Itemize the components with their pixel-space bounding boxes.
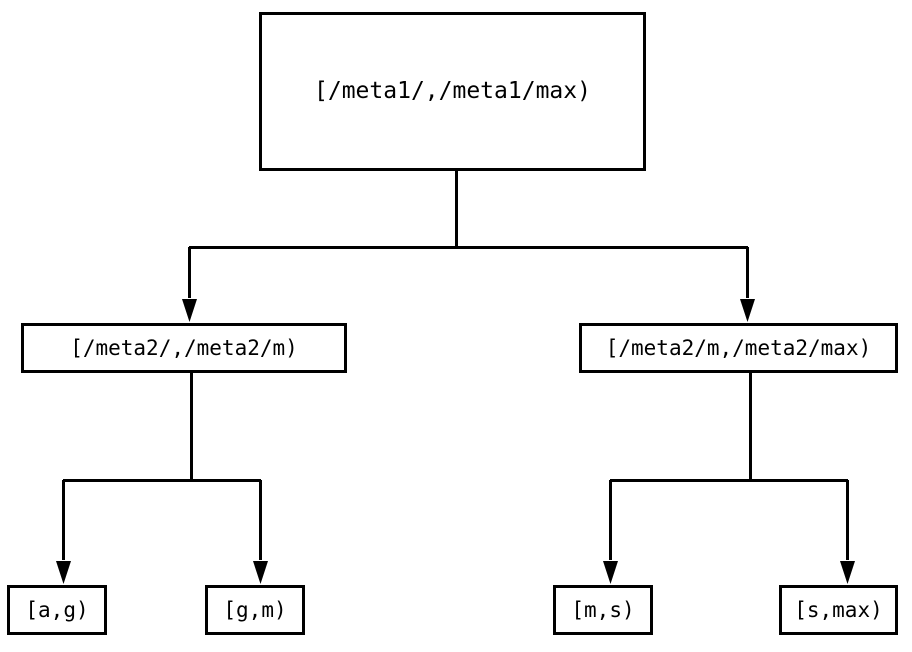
tree-node-leaf-3[interactable]: [s,max): [779, 585, 898, 635]
tree-node-root-label: [/meta1/,/meta1/max): [314, 78, 591, 104]
arrowhead-leaf-0: [56, 561, 71, 584]
tree-node-leaf-3-label: [s,max): [794, 597, 883, 622]
tree-node-leaf-2-label: [m,s): [571, 597, 635, 622]
tree-node-mid-right-label: [/meta2/m,/meta2/max): [605, 335, 872, 360]
edge-root-to-mid: [182, 171, 755, 322]
tree-node-mid-left[interactable]: [/meta2/,/meta2/m): [21, 323, 347, 373]
tree-node-leaf-1-label: [g,m): [223, 597, 287, 622]
tree-node-root[interactable]: [/meta1/,/meta1/max): [259, 12, 646, 171]
edge-midleft-to-leaves: [56, 373, 268, 584]
arrowhead-leaf-2: [603, 561, 618, 584]
tree-node-leaf-0[interactable]: [a,g): [7, 585, 107, 635]
tree-node-leaf-2[interactable]: [m,s): [553, 585, 653, 635]
arrowhead-mid-left: [182, 299, 197, 322]
tree-node-mid-right[interactable]: [/meta2/m,/meta2/max): [579, 323, 898, 373]
arrowhead-leaf-1: [253, 561, 268, 584]
edge-midright-to-leaves: [603, 373, 855, 584]
tree-node-leaf-0-label: [a,g): [25, 597, 89, 622]
arrowhead-leaf-3: [840, 561, 855, 584]
tree-node-leaf-1[interactable]: [g,m): [205, 585, 305, 635]
arrowhead-mid-right: [740, 299, 755, 322]
tree-node-mid-left-label: [/meta2/,/meta2/m): [70, 335, 298, 360]
